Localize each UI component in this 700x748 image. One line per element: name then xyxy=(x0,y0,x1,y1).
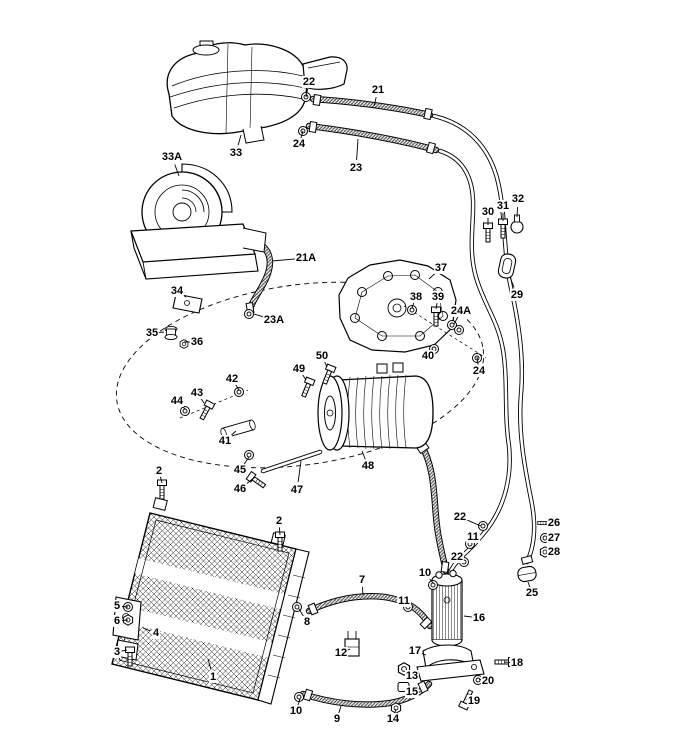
part-callout-49: 49 xyxy=(291,362,307,376)
part-callout-28: 28 xyxy=(546,545,562,559)
part-callout-15: 15 xyxy=(404,685,420,699)
part-callout-7: 7 xyxy=(357,573,367,587)
part-callout-27: 27 xyxy=(546,531,562,545)
part-callout-3: 3 xyxy=(112,645,122,659)
long-stud-drawing xyxy=(260,449,323,474)
part-callout-2: 2 xyxy=(274,514,284,528)
part-callout-32: 32 xyxy=(510,192,526,206)
condenser-drawing xyxy=(111,497,310,705)
part-callout-34: 34 xyxy=(169,284,185,298)
part-callout-11: 11 xyxy=(466,530,480,544)
part-callout-50: 50 xyxy=(314,349,330,363)
drier-bracket-drawing xyxy=(416,644,485,682)
part-callout-16: 16 xyxy=(471,611,487,625)
part-callout-18: 18 xyxy=(509,656,525,670)
part-callout-19: 19 xyxy=(466,694,482,708)
part-callout-23a: 23A xyxy=(262,313,286,327)
part-callout-30: 30 xyxy=(480,205,496,219)
pipe-clip-32-drawing xyxy=(510,214,524,234)
part-callout-25: 25 xyxy=(524,586,540,600)
part-callout-22: 22 xyxy=(452,510,468,524)
part-callout-41: 41 xyxy=(217,434,233,448)
part-callout-2: 2 xyxy=(154,464,164,478)
part-callout-21: 21 xyxy=(370,83,386,97)
part-callout-24a: 24A xyxy=(449,304,473,318)
part-callout-23: 23 xyxy=(348,161,364,175)
part-callout-33: 33 xyxy=(228,146,244,160)
part-callout-1: 1 xyxy=(208,670,218,684)
part-callout-45: 45 xyxy=(232,463,248,477)
part-callout-39: 39 xyxy=(430,290,446,304)
part-callout-9: 9 xyxy=(332,712,342,726)
evaporator-unit-drawing xyxy=(166,40,348,144)
part-callout-12: 12 xyxy=(333,646,349,660)
part-callout-37: 37 xyxy=(433,261,449,275)
part-callout-29: 29 xyxy=(509,288,525,302)
compressor-bracket-drawing xyxy=(338,259,457,353)
part-callout-47: 47 xyxy=(289,483,305,497)
part-callout-24: 24 xyxy=(471,364,487,378)
part-callout-26: 26 xyxy=(546,516,562,530)
part-callout-17: 17 xyxy=(407,644,423,658)
part-callout-22: 22 xyxy=(449,550,465,564)
part-callout-21a: 21A xyxy=(294,251,318,265)
part-callout-48: 48 xyxy=(360,459,376,473)
pipe-clamp-29-drawing xyxy=(497,253,517,279)
blower-unit-drawing xyxy=(130,163,267,341)
part-callout-40: 40 xyxy=(420,349,436,363)
pipe-clamp-25-drawing xyxy=(517,565,537,583)
part-callout-44: 44 xyxy=(169,394,185,408)
part-callout-5: 5 xyxy=(112,599,122,613)
part-callout-22: 22 xyxy=(301,75,317,89)
part-callout-8: 8 xyxy=(302,615,312,629)
part-callout-24: 24 xyxy=(291,137,307,151)
part-callout-31: 31 xyxy=(495,199,511,213)
part-callout-11: 11 xyxy=(397,594,411,608)
compressor-drawing xyxy=(317,362,434,451)
assembly-boundary-dashes xyxy=(115,281,485,469)
part-callout-35: 35 xyxy=(144,326,160,340)
part-callout-10: 10 xyxy=(288,704,304,718)
part-callout-4: 4 xyxy=(151,626,161,640)
part-callout-36: 36 xyxy=(189,335,205,349)
part-callout-6: 6 xyxy=(112,614,122,628)
part-callout-13: 13 xyxy=(404,669,420,683)
part-callout-14: 14 xyxy=(385,712,401,726)
part-callout-33a: 33A xyxy=(160,150,184,164)
part-callout-42: 42 xyxy=(224,372,240,386)
part-callout-10: 10 xyxy=(417,566,433,580)
part-callout-20: 20 xyxy=(480,674,496,688)
part-callout-46: 46 xyxy=(232,482,248,496)
part-callout-38: 38 xyxy=(408,290,424,304)
part-callout-43: 43 xyxy=(189,386,205,400)
